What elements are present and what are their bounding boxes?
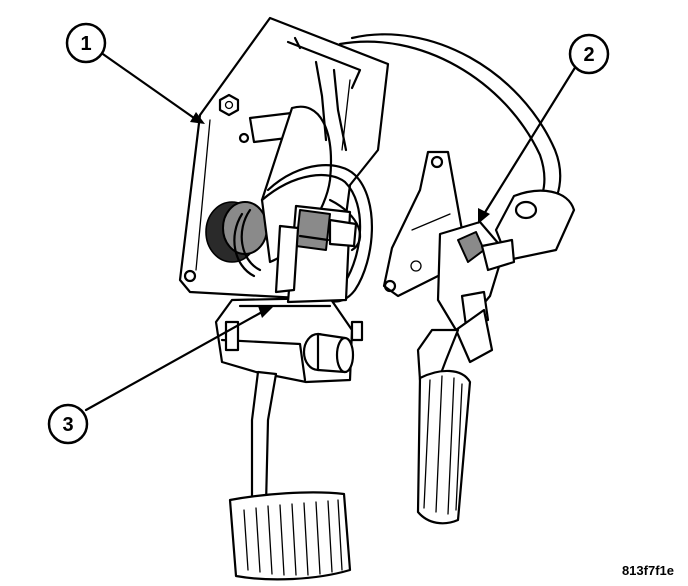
brake-pedal — [228, 370, 352, 581]
leader-lines — [84, 50, 578, 412]
leader-line-3 — [84, 310, 264, 412]
leader-line-2 — [482, 64, 578, 216]
callout-label: 2 — [583, 44, 594, 66]
callout-circle — [65, 22, 107, 64]
wiring-harness — [233, 164, 373, 303]
leader-arrow-3 — [258, 306, 274, 318]
accelerator-pedal-arm — [416, 189, 576, 525]
callout-1: 1 — [65, 22, 107, 64]
callout-2: 2 — [568, 33, 610, 75]
leader-arrow-2 — [478, 208, 490, 224]
callout-circle — [47, 403, 89, 445]
callout-label: 1 — [80, 33, 91, 55]
throttle-cable — [338, 33, 562, 217]
callout-circle — [568, 33, 610, 75]
leader-line-1 — [98, 50, 196, 120]
callout-label: 3 — [62, 414, 73, 436]
callout-3: 3 — [47, 403, 89, 445]
leader-arrow-1 — [190, 112, 205, 124]
figure-code: 813f7f1e — [621, 563, 674, 578]
